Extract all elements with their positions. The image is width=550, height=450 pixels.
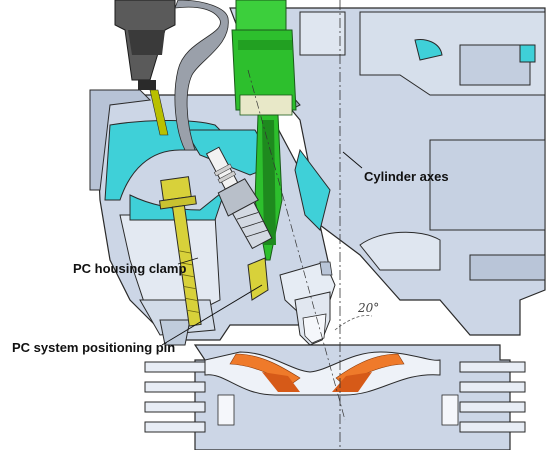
leader-positioning-pin bbox=[161, 284, 263, 346]
prechamber bbox=[247, 257, 373, 346]
leader-cylinder-axes bbox=[342, 151, 363, 169]
spark-plug bbox=[205, 146, 273, 250]
prechamber-axis-line bbox=[247, 69, 346, 421]
label-cylinder-axes: Cylinder axes bbox=[364, 169, 449, 184]
leader-housing-clamp bbox=[177, 257, 199, 265]
label-angle: 20° bbox=[357, 301, 379, 315]
sensor-connector bbox=[114, 0, 229, 151]
piston bbox=[144, 344, 526, 450]
housing-clamp-bolt bbox=[158, 176, 202, 327]
label-pc-positioning-pin: PC system positioning pin bbox=[12, 340, 175, 355]
label-pc-housing-clamp: PC housing clamp bbox=[73, 261, 186, 276]
